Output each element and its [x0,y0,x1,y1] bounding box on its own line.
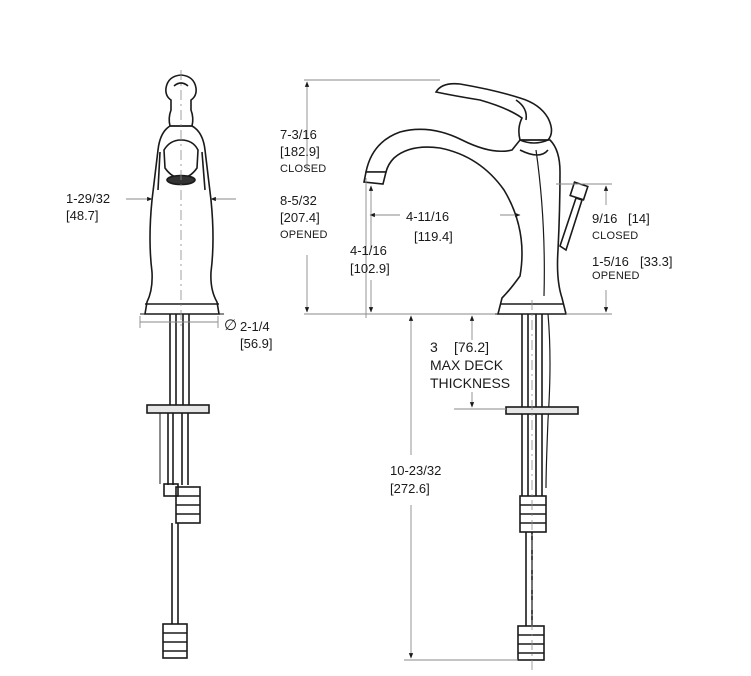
front-width-imperial: 1-29/32 [66,191,111,206]
spout-reach-metric: [119.4] [414,229,453,244]
hole-diameter-metric: [56.9] [240,336,273,351]
height-closed-metric: [182.9] [280,144,320,159]
handle-closed-state: CLOSED [592,230,639,242]
height-opened-imperial: 8-5/32 [280,193,317,208]
side-mounting-plate [505,406,579,415]
front-body [144,125,220,315]
handle-opened-metric: [33.3] [640,254,673,269]
spout-reach-imperial: 4-11/16 [406,209,450,224]
side-coupling-lower [517,625,545,661]
supply-length-imperial: 10-23/32 [390,463,442,478]
side-spout [365,128,568,315]
height-closed-state: CLOSED [280,163,327,175]
deck-thickness-line1: MAX DECK [430,357,504,373]
side-rod [559,196,584,252]
spout-height-imperial: 4-1/16 [350,243,387,258]
side-view [363,82,589,661]
hole-diameter-imperial: 2-1/4 [240,319,270,334]
hole-diameter-leader [139,316,219,328]
height-opened-metric: [207.4] [280,210,320,225]
supply-length-metric: [272.6] [390,481,430,496]
height-closed-imperial: 7-3/16 [280,127,317,142]
hole-diameter-symbol: ∅ [224,317,238,334]
handle-closed-metric: [14] [628,211,650,226]
front-mounting-plate [146,404,210,414]
side-dimensions [304,79,612,661]
height-opened-state: OPENED [280,229,328,241]
deck-thickness-metric: [76.2] [454,339,490,355]
deck-thickness-imperial: 3 [430,339,438,355]
handle-opened-imperial: 1-5/16 [592,254,629,269]
handle-closed-imperial: 9/16 [592,211,618,226]
spout-height-metric: [102.9] [350,261,390,276]
side-lever-handle [434,82,553,141]
front-coupling-lower [162,623,188,659]
front-width-metric: [48.7] [66,208,99,223]
front-view [140,74,224,659]
deck-thickness-line2: THICKNESS [430,375,511,391]
handle-opened-state: OPENED [592,270,640,282]
